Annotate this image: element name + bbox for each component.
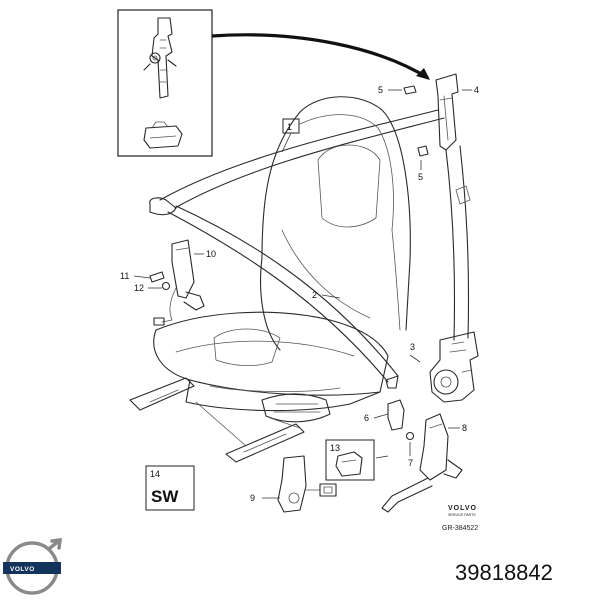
callout-5a: 5 — [378, 85, 383, 95]
volvo-brand-text: VOLVO — [448, 505, 477, 512]
sw-label: SW — [151, 487, 179, 506]
callout-14: 14 — [150, 469, 160, 479]
callout-7: 7 — [408, 458, 413, 468]
inset-detail-box — [117, 9, 213, 157]
callout-11: 11 — [120, 271, 129, 281]
lower-anchor — [381, 413, 463, 513]
leader-lines — [133, 89, 472, 499]
callout-5b: 5 — [418, 172, 423, 182]
logo-text: VOLVO — [10, 566, 35, 573]
callout-1: 1 — [287, 122, 292, 132]
seat-outline — [129, 96, 411, 463]
callout-9: 9 — [250, 493, 255, 503]
detail-arrow — [211, 33, 429, 80]
callout-2: 2 — [312, 290, 317, 300]
part-number: 39818842 — [455, 560, 553, 585]
callout-13: 13 — [330, 443, 340, 453]
callout-3: 3 — [410, 342, 415, 352]
pillar-anchor — [435, 73, 459, 151]
callout-10: 10 — [206, 249, 216, 259]
callout-12: 12 — [134, 283, 144, 293]
sensor-bracket — [277, 455, 337, 513]
volvo-sub-text: SERVICE PARTS — [448, 513, 476, 517]
retractor — [429, 331, 479, 403]
callout-6: 6 — [364, 413, 369, 423]
callout-labels: 1 2 3 4 5 5 6 7 8 9 10 11 12 13 14 — [120, 85, 479, 503]
callout-8: 8 — [462, 423, 467, 433]
volvo-logo: VOLVO — [3, 537, 63, 595]
volvo-service-block: VOLVO SERVICE PARTS GR-384522 — [442, 505, 478, 532]
box-14 — [145, 465, 195, 511]
callout-4: 4 — [474, 85, 479, 95]
buckle — [149, 239, 205, 326]
detail-arrow-head — [416, 68, 430, 80]
reference-number: GR-384522 — [442, 525, 478, 532]
box-13 — [325, 439, 375, 481]
